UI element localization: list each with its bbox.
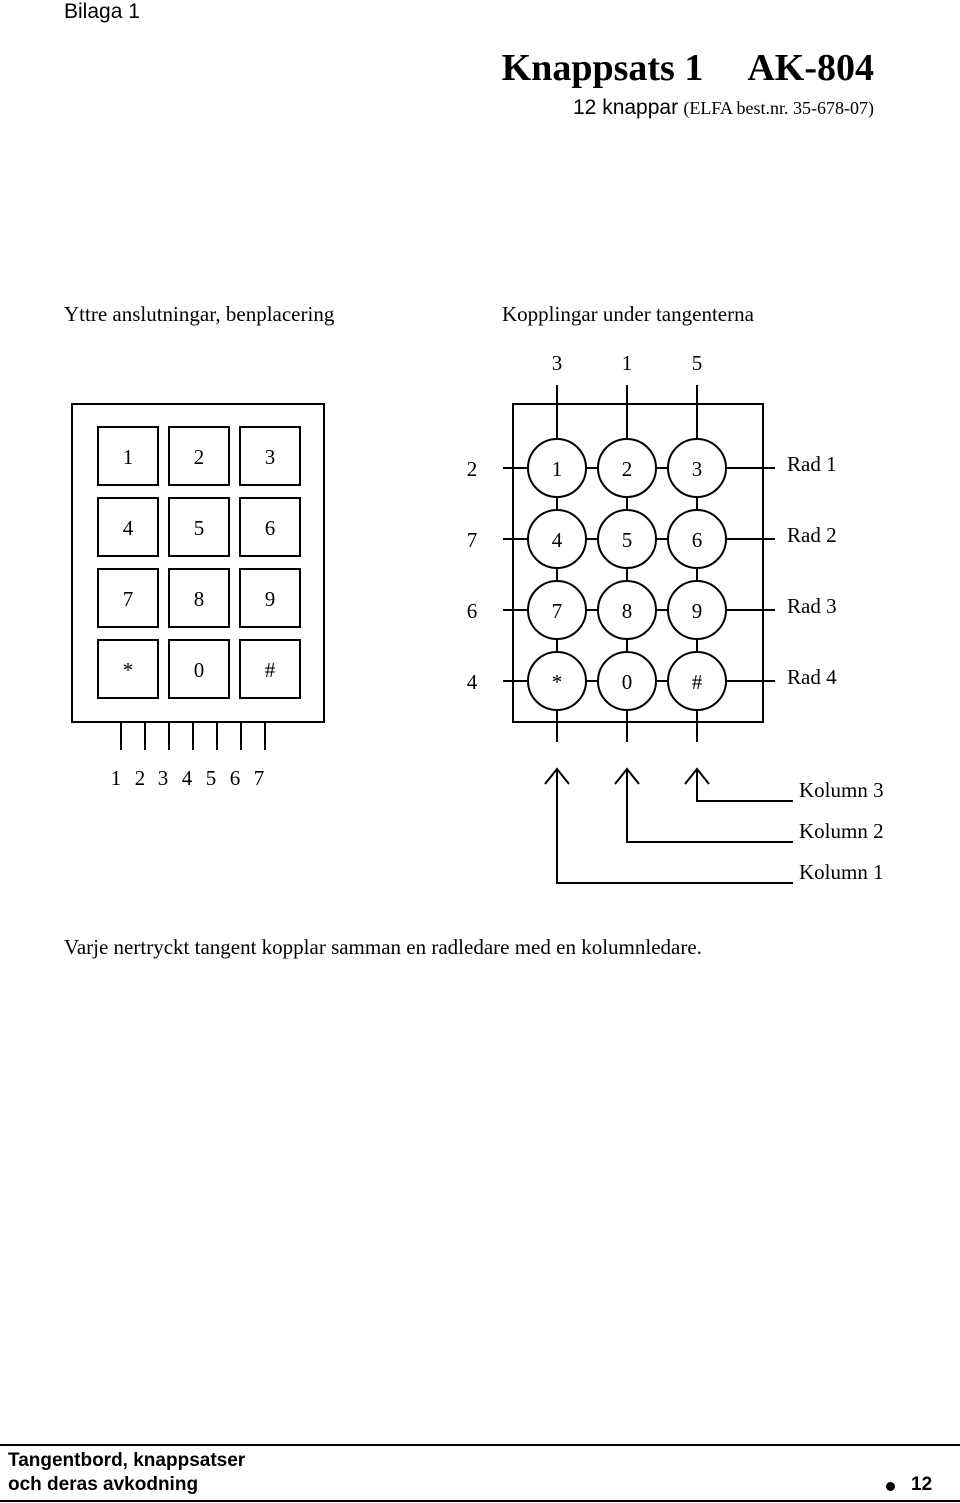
row-label: Rad 3 xyxy=(787,594,837,618)
column-lead xyxy=(556,769,793,884)
keypad-key xyxy=(168,497,230,557)
page-subtitle: 12 knappar (ELFA best.nr. 35-678-07) xyxy=(573,95,874,120)
switch-contact-label: 4 xyxy=(552,528,563,552)
switch-contact xyxy=(527,580,587,640)
switch-contact-label: * xyxy=(552,670,563,694)
keypad-key-label: * xyxy=(123,658,134,682)
pin-label: 1 xyxy=(111,766,122,790)
title-name: Knappsats 1 xyxy=(501,47,704,89)
footer-divider xyxy=(0,1444,960,1446)
keypad-key xyxy=(97,426,159,486)
row-pin-label: 6 xyxy=(467,599,478,623)
appendix-label: Bilaga 1 xyxy=(64,0,140,23)
column-pin-label: 5 xyxy=(692,351,703,375)
switch-contact-label: 8 xyxy=(622,599,633,623)
switch-contact xyxy=(667,651,727,711)
row-label: Rad 4 xyxy=(787,665,837,689)
right-heading: Kopplingar under tangenterna xyxy=(502,302,754,326)
switch-contact-label: 5 xyxy=(622,528,633,552)
keypad-key-label: 3 xyxy=(265,445,276,469)
column-label: Kolumn 2 xyxy=(799,819,884,843)
row-pin-label: 2 xyxy=(467,457,478,481)
switch-contact-label: 0 xyxy=(622,670,633,694)
subtitle-order: (ELFA best.nr. 35-678-07) xyxy=(683,98,874,118)
pin-label: 4 xyxy=(182,766,193,790)
footer-title-line1: Tangentbord, knappsatser xyxy=(8,1450,246,1471)
keypad-key xyxy=(168,426,230,486)
keypad-key-label: 1 xyxy=(123,445,134,469)
switch-contact-label: 7 xyxy=(552,599,563,623)
column-lead xyxy=(696,769,793,802)
keypad-key xyxy=(239,497,301,557)
switch-contact xyxy=(597,651,657,711)
switch-contact-label: 2 xyxy=(622,457,633,481)
column-lead xyxy=(626,769,793,843)
row-pin-label: 4 xyxy=(467,670,478,694)
keypad-key-label: 9 xyxy=(265,587,276,611)
column-pin-label: 3 xyxy=(552,351,563,375)
switch-contact xyxy=(667,580,727,640)
switch-contact xyxy=(527,651,587,711)
pin-label: 7 xyxy=(254,766,265,790)
title-model: AK-804 xyxy=(747,47,874,89)
keypad-key xyxy=(168,568,230,628)
arrow-head-icon xyxy=(614,767,640,785)
matrix-outline xyxy=(512,403,764,723)
switch-contact xyxy=(597,438,657,498)
switch-contact xyxy=(667,438,727,498)
pin-label: 6 xyxy=(230,766,241,790)
keypad-key-label: 8 xyxy=(194,587,205,611)
switch-contact-label: 6 xyxy=(692,528,703,552)
keypad-key xyxy=(97,568,159,628)
keypad-key-label: 7 xyxy=(123,587,134,611)
switch-contact xyxy=(597,509,657,569)
switch-contact xyxy=(597,580,657,640)
keypad-key-label: 5 xyxy=(194,516,205,540)
pin-label: 2 xyxy=(135,766,146,790)
footer-title-line2: och deras avkodning xyxy=(8,1474,199,1495)
row-label: Rad 2 xyxy=(787,523,837,547)
switch-contact xyxy=(527,438,587,498)
row-pin-label: 7 xyxy=(467,528,478,552)
column-label: Kolumn 3 xyxy=(799,778,884,802)
keypad-key xyxy=(239,568,301,628)
keypad-key-label: 2 xyxy=(194,445,205,469)
keypad-key xyxy=(97,639,159,699)
pin-label: 5 xyxy=(206,766,217,790)
keypad-key xyxy=(239,639,301,699)
switch-contact-label: # xyxy=(692,670,703,694)
keypad-key xyxy=(239,426,301,486)
switch-contact-label: 1 xyxy=(552,457,563,481)
switch-contact xyxy=(667,509,727,569)
keypad-key-label: 4 xyxy=(123,516,134,540)
subtitle-main: 12 knappar xyxy=(573,96,679,119)
row-label: Rad 1 xyxy=(787,452,837,476)
page-number: 12 xyxy=(911,1474,933,1495)
arrow-head-icon xyxy=(684,767,710,785)
switch-contact xyxy=(527,509,587,569)
arrow-head-icon xyxy=(544,767,570,785)
column-pin-label: 1 xyxy=(622,351,633,375)
column-label: Kolumn 1 xyxy=(799,860,884,884)
bullet-icon xyxy=(886,1482,895,1491)
keypad-key xyxy=(97,497,159,557)
left-heading: Yttre anslutningar, benplacering xyxy=(64,302,335,326)
switch-contact-label: 9 xyxy=(692,599,703,623)
pin-label: 3 xyxy=(158,766,169,790)
keypad-key-label: 0 xyxy=(194,658,205,682)
keypad-key xyxy=(168,639,230,699)
note-text: Varje nertryckt tangent kopplar samman e… xyxy=(64,935,702,959)
footer-bottom-divider xyxy=(0,1500,960,1502)
switch-contact-label: 3 xyxy=(692,457,703,481)
keypad-key-label: # xyxy=(265,658,276,682)
page-title: Knappsats 1 AK-804 xyxy=(502,46,874,90)
keypad-key-label: 6 xyxy=(265,516,276,540)
keypad-outline xyxy=(71,403,325,723)
